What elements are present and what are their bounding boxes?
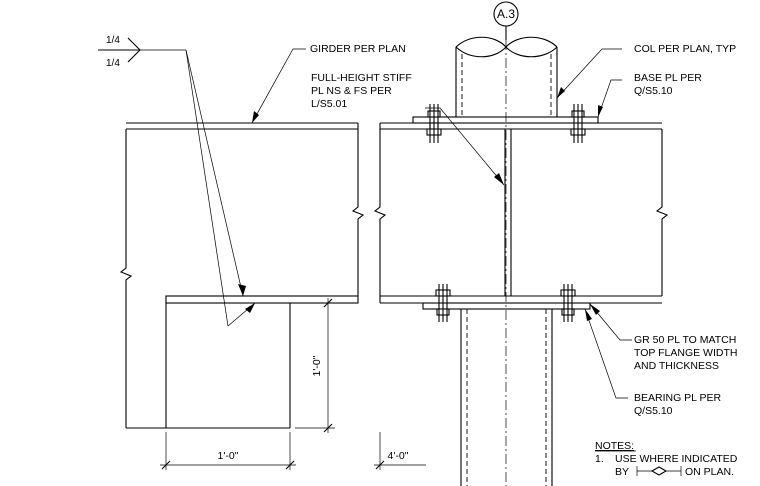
upper-column [412, 36, 599, 124]
label-column: COL PER PLAN, TYP [634, 43, 736, 55]
label-bearing-line2: Q/S5.10 [634, 405, 673, 417]
plan-symbol-icon [636, 466, 682, 476]
label-bearing-line1: BEARING PL PER [634, 392, 722, 404]
left-girder [119, 122, 365, 429]
notes-item-number: 1. [595, 453, 604, 465]
leader-stiffener [425, 107, 505, 186]
bolt-top-left [426, 104, 442, 143]
label-gr50-line3: AND THICKNESS [634, 360, 719, 372]
notes-line-1: USE WHERE INDICATED [615, 453, 738, 465]
detail-tag-label: A.3 [497, 7, 515, 21]
horizontal-dimension-right: 4'-0" [374, 432, 426, 470]
notes-line-2-suffix: ON PLAN. [685, 466, 734, 478]
leader-column [556, 48, 622, 99]
dim-vertical-label: 1'-0" [311, 355, 323, 376]
bolt-top-right [570, 104, 586, 143]
annotation-labels: GIRDER PER PLAN FULL-HEIGHT STIFF PL NS … [310, 43, 737, 417]
full-height-stiffener [504, 129, 512, 296]
notes-title: NOTES: [595, 440, 634, 452]
label-base-plate-line1: BASE PL PER [634, 72, 702, 84]
vertical-dimension: 1'-0" [295, 298, 335, 433]
label-stiffener-line1: FULL-HEIGHT STIFF [311, 72, 412, 84]
weld-size-bottom: 1/4 [106, 58, 120, 69]
notes-line-2-prefix: BY [615, 466, 629, 478]
dim-horizontal-left-label: 1'-0" [218, 450, 239, 462]
label-base-plate-line2: Q/S5.10 [634, 85, 673, 97]
leader-bearing-plate [584, 308, 628, 399]
bolt-bottom-left [435, 284, 451, 322]
weld-size-top: 1/4 [106, 35, 120, 46]
right-girder [373, 122, 669, 304]
weld-symbol: 1/4 1/4 [98, 35, 256, 327]
leader-girder [251, 48, 306, 124]
horizontal-dimension-left: 1'-0" [160, 432, 296, 470]
leader-base-plate [597, 79, 622, 118]
label-stiffener-line2: PL NS & FS PER [311, 85, 392, 97]
bolts [426, 104, 586, 322]
label-gr50-line1: GR 50 PL TO MATCH [634, 334, 736, 346]
dim-horizontal-right-label: 4'-0" [388, 450, 409, 462]
lower-column [422, 302, 591, 486]
bolt-bottom-right [560, 284, 576, 322]
label-stiffener-line3: L/S5.01 [311, 98, 347, 110]
label-gr50-line2: TOP FLANGE WIDTH [634, 347, 737, 359]
notes-block: NOTES: 1. USE WHERE INDICATED BY ON PLAN… [595, 440, 738, 478]
label-girder: GIRDER PER PLAN [310, 43, 406, 55]
leader-gr50-plate [589, 303, 632, 341]
detail-tag: A.3 [493, 1, 519, 486]
